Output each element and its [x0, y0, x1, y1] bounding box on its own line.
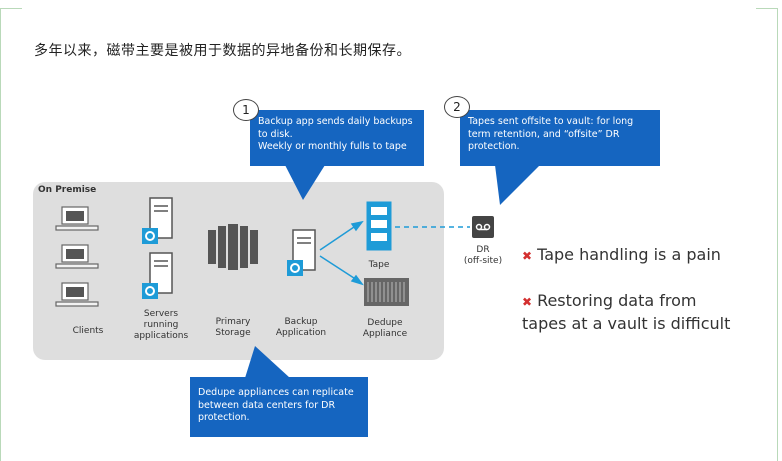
label-backup-line-1: Backup: [284, 317, 318, 327]
label-servers-line-3: applications: [133, 331, 189, 341]
tape-library-icon: [366, 201, 392, 251]
on-premise-label: On Premise: [38, 185, 97, 195]
label-servers: Servers running applications: [126, 309, 196, 342]
label-backup-application: Backup Application: [270, 317, 332, 339]
dedupe-appliance-icon: [364, 278, 409, 306]
frame-corner-right: [756, 8, 778, 9]
laptop-icon-2: [55, 244, 99, 269]
label-primary-line-2: Storage: [215, 328, 251, 338]
label-tape: Tape: [368, 260, 390, 270]
label-servers-line-2: running: [143, 320, 179, 330]
bullet-restoring-line-2: tapes at a vault is difficult: [522, 314, 731, 333]
arrow-to-tape: [319, 220, 364, 251]
callout2-line-3: protection.: [468, 141, 520, 152]
label-dedupe-appliance: Dedupe Appliance: [352, 318, 418, 340]
backup-server-icon: [287, 229, 316, 276]
frame-left-border: [0, 8, 1, 461]
server-icon-2: [142, 252, 173, 299]
callout-offsite-vault: Tapes sent offsite to vault: for long te…: [460, 110, 660, 166]
callout3-line-1: Dedupe appliances can replicate: [198, 387, 354, 398]
bullet-tape-handling: ✖ Tape handling is a pain: [522, 244, 721, 267]
laptop-icon-1: [55, 206, 99, 231]
callout3-line-2: between data centers for DR: [198, 399, 336, 411]
callout2-line-2: term retention, and “offsite” DR: [468, 128, 620, 140]
label-primary-storage: Primary Storage: [203, 317, 263, 339]
callout1-line-3: Weekly or monthly fulls to tape: [258, 141, 407, 152]
label-clients: Clients: [72, 326, 104, 336]
cassette-icon: [472, 216, 494, 238]
frame-corner-left: [0, 8, 22, 9]
label-primary-line-1: Primary: [215, 317, 251, 327]
cross-icon: ✖: [522, 249, 533, 263]
page-heading: 多年以来，磁带主要是被用于数据的异地备份和长期保存。: [34, 43, 411, 59]
label-dr-line-1: DR: [476, 245, 490, 255]
callout1-line-1: Backup app sends daily backups: [258, 116, 413, 127]
callout2-pointer: [495, 165, 540, 205]
label-backup-line-2: Application: [275, 328, 327, 338]
label-dr-offsite: DR (off-site): [455, 245, 511, 267]
cross-icon: ✖: [522, 295, 533, 309]
callout2-line-1: Tapes sent offsite to vault: for long: [468, 116, 634, 127]
label-servers-line-1: Servers: [143, 309, 179, 319]
callout-backup-app: Backup app sends daily backups to disk. …: [250, 110, 424, 166]
callout1-line-2: to disk.: [258, 128, 293, 140]
bullet-restoring: ✖ Restoring data from: [522, 290, 696, 313]
callout3-pointer: [245, 346, 290, 378]
server-icon-1: [142, 197, 173, 244]
callout1-pointer: [285, 165, 325, 200]
step-number-1: 1: [233, 99, 259, 121]
bullet-1-text: Tape handling is a pain: [537, 245, 721, 264]
label-dedupe-line-1: Dedupe: [367, 318, 403, 328]
step-number-2: 2: [444, 96, 470, 118]
storage-array-icon: [208, 224, 258, 270]
laptop-icon-3: [55, 282, 99, 307]
callout-dedupe-replicate: Dedupe appliances can replicate between …: [190, 377, 368, 437]
bullet-2-text: Restoring data from: [537, 291, 697, 310]
arrow-to-dedupe: [319, 255, 364, 286]
label-dedupe-line-2: Appliance: [362, 329, 408, 339]
callout3-line-3: protection.: [198, 412, 250, 423]
label-dr-line-2: (off-site): [463, 256, 503, 266]
frame-right-border: [777, 8, 778, 461]
